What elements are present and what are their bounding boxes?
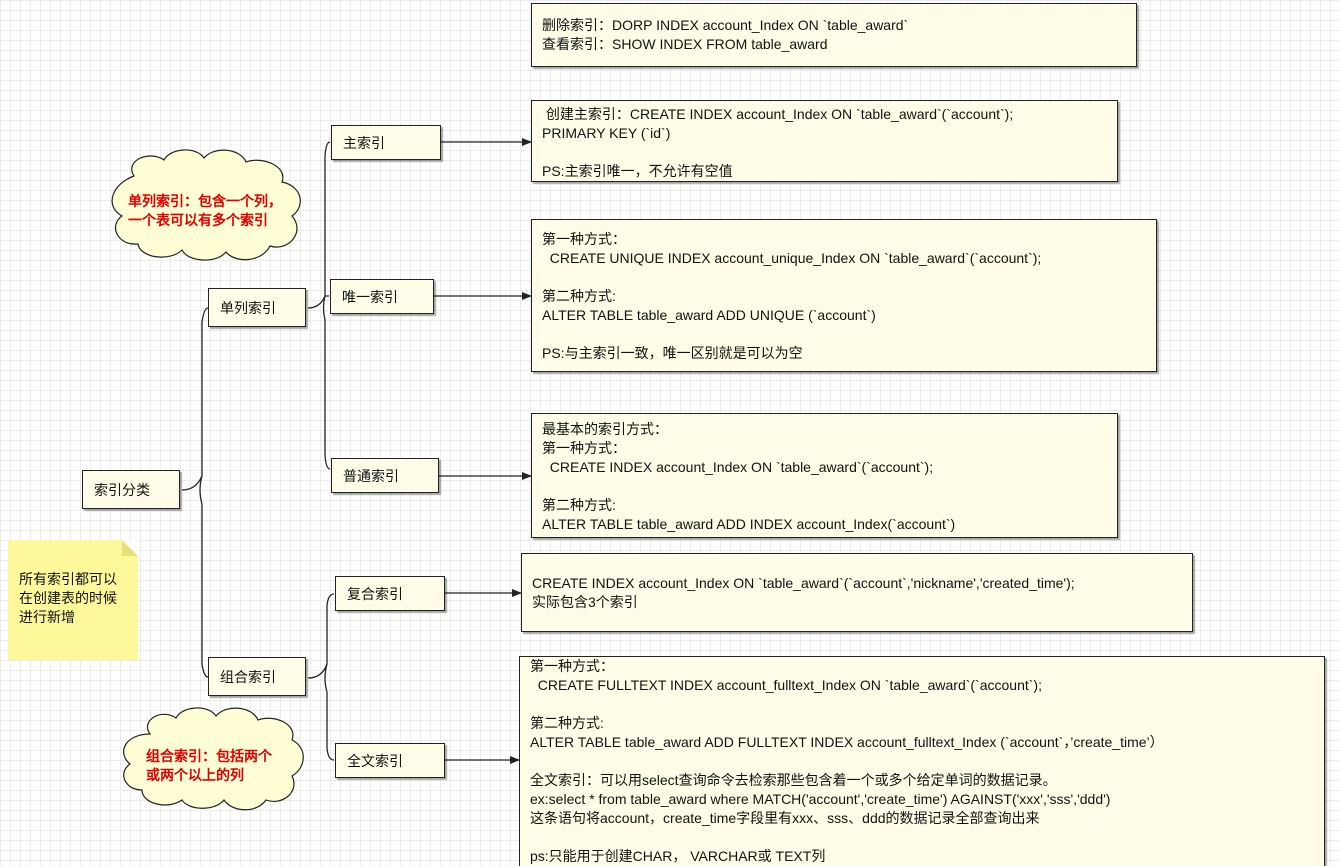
note-line: ALTER TABLE table_award ADD FULLTEXT IND… bbox=[530, 734, 1164, 750]
branch-composite-node[interactable]: 组合索引 bbox=[208, 657, 306, 696]
note-line: 删除索引：DORP INDEX account_Index ON `table_… bbox=[542, 17, 909, 33]
note-line: PS:主索引唯一，不允许有空值 bbox=[542, 163, 733, 179]
note-fulltext[interactable]: 第一种方式： CREATE FULLTEXT INDEX account_ful… bbox=[519, 656, 1325, 866]
cloud-single-line: 单列索引：包含一个列， bbox=[128, 193, 282, 209]
brace-single bbox=[307, 141, 331, 470]
note-line: ALTER TABLE table_award ADD UNIQUE (`acc… bbox=[542, 307, 876, 323]
cloud-composite-line: 组合索引：包括两个 bbox=[146, 748, 272, 764]
branch-composite-label: 组合索引 bbox=[220, 668, 276, 685]
note-line: 第二种方式: bbox=[530, 715, 604, 731]
note-line bbox=[542, 325, 1146, 344]
note-line bbox=[530, 752, 1314, 771]
note-line: 第二种方式: bbox=[542, 288, 616, 304]
leaf-primary-node[interactable]: 主索引 bbox=[331, 125, 441, 160]
note-line: PS:与主索引一致，唯一区别就是可以为空 bbox=[542, 345, 803, 361]
note-line: 这条语句将account，create_time字段里有xxx、sss、ddd的… bbox=[530, 810, 1040, 826]
cloud-single-text: 单列索引：包含一个列， 一个表可以有多个索引 bbox=[128, 192, 282, 230]
note-line: ps:只能用于创建CHAR， VARCHAR或 TEXT列 bbox=[530, 848, 826, 864]
branch-single-node[interactable]: 单列索引 bbox=[208, 288, 306, 327]
sticky-line: 进行新增 bbox=[19, 609, 75, 625]
leaf-compound-node[interactable]: 复合索引 bbox=[335, 576, 445, 611]
cloud-composite-shape bbox=[123, 707, 304, 811]
root-node[interactable]: 索引分类 bbox=[82, 470, 180, 509]
leaf-normal-label: 普通索引 bbox=[343, 467, 399, 484]
cloud-single-shape bbox=[111, 149, 301, 261]
note-unique[interactable]: 第一种方式： CREATE UNIQUE INDEX account_uniqu… bbox=[531, 219, 1157, 372]
note-line: CREATE INDEX account_Index ON `table_awa… bbox=[542, 459, 934, 475]
note-normal[interactable]: 最基本的索引方式： 第一种方式： CREATE INDEX account_In… bbox=[531, 413, 1118, 538]
leaf-normal-node[interactable]: 普通索引 bbox=[331, 458, 439, 493]
sticky-line: 在创建表的时候 bbox=[19, 590, 117, 606]
brace-root bbox=[181, 307, 209, 678]
sticky-line: 所有索引都可以 bbox=[19, 571, 117, 587]
note-line: CREATE FULLTEXT INDEX account_fulltext_I… bbox=[530, 677, 1042, 693]
note-line: 第一种方式： bbox=[542, 231, 626, 247]
leaf-unique-label: 唯一索引 bbox=[342, 288, 398, 305]
note-drop-show[interactable]: 删除索引：DORP INDEX account_Index ON `table_… bbox=[531, 3, 1137, 67]
note-line: PRIMARY KEY (`id`) bbox=[542, 125, 671, 141]
note-line: 第一种方式： bbox=[542, 440, 626, 456]
note-line: 实际包含3个索引 bbox=[532, 594, 638, 610]
branch-single-label: 单列索引 bbox=[220, 299, 276, 316]
note-line: ALTER TABLE table_award ADD INDEX accoun… bbox=[542, 516, 956, 532]
sticky-fold-corner bbox=[122, 540, 138, 556]
note-line: 第一种方式： bbox=[530, 658, 614, 674]
sticky-note[interactable]: 所有索引都可以 在创建表的时候 进行新增 bbox=[8, 540, 138, 660]
leaf-primary-label: 主索引 bbox=[343, 134, 385, 151]
note-line bbox=[542, 477, 1107, 496]
note-line bbox=[542, 268, 1146, 287]
leaf-fulltext-node[interactable]: 全文索引 bbox=[335, 743, 445, 778]
leaf-fulltext-label: 全文索引 bbox=[347, 752, 403, 769]
note-line: 全文索引：可以用select查询命令去检索那些包含着一个或多个给定单词的数据记录… bbox=[530, 772, 1057, 788]
note-line: 第二种方式: bbox=[542, 497, 616, 513]
note-line: CREATE UNIQUE INDEX account_unique_Index… bbox=[542, 250, 1042, 266]
note-line: 最基本的索引方式： bbox=[542, 421, 668, 437]
note-line: 创建主索引：CREATE INDEX account_Index ON `tab… bbox=[542, 106, 1014, 122]
note-line bbox=[530, 695, 1314, 714]
note-line bbox=[542, 143, 1107, 162]
note-line: 查看索引：SHOW INDEX FROM table_award bbox=[542, 36, 828, 52]
leaf-unique-node[interactable]: 唯一索引 bbox=[330, 279, 434, 314]
note-compound[interactable]: CREATE INDEX account_Index ON `table_awa… bbox=[521, 553, 1193, 632]
brace-composite bbox=[307, 593, 335, 761]
note-line: CREATE INDEX account_Index ON `table_awa… bbox=[532, 575, 1075, 591]
cloud-composite-text: 组合索引：包括两个 或两个以上的列 bbox=[146, 747, 272, 785]
note-line: ex:select * from table_award where MATCH… bbox=[530, 791, 1111, 807]
cloud-composite-line: 或两个以上的列 bbox=[146, 767, 244, 783]
cloud-single-line: 一个表可以有多个索引 bbox=[128, 212, 268, 228]
root-label: 索引分类 bbox=[94, 481, 150, 498]
note-primary[interactable]: 创建主索引：CREATE INDEX account_Index ON `tab… bbox=[531, 100, 1118, 182]
leaf-compound-label: 复合索引 bbox=[347, 585, 403, 602]
note-line bbox=[530, 828, 1314, 847]
